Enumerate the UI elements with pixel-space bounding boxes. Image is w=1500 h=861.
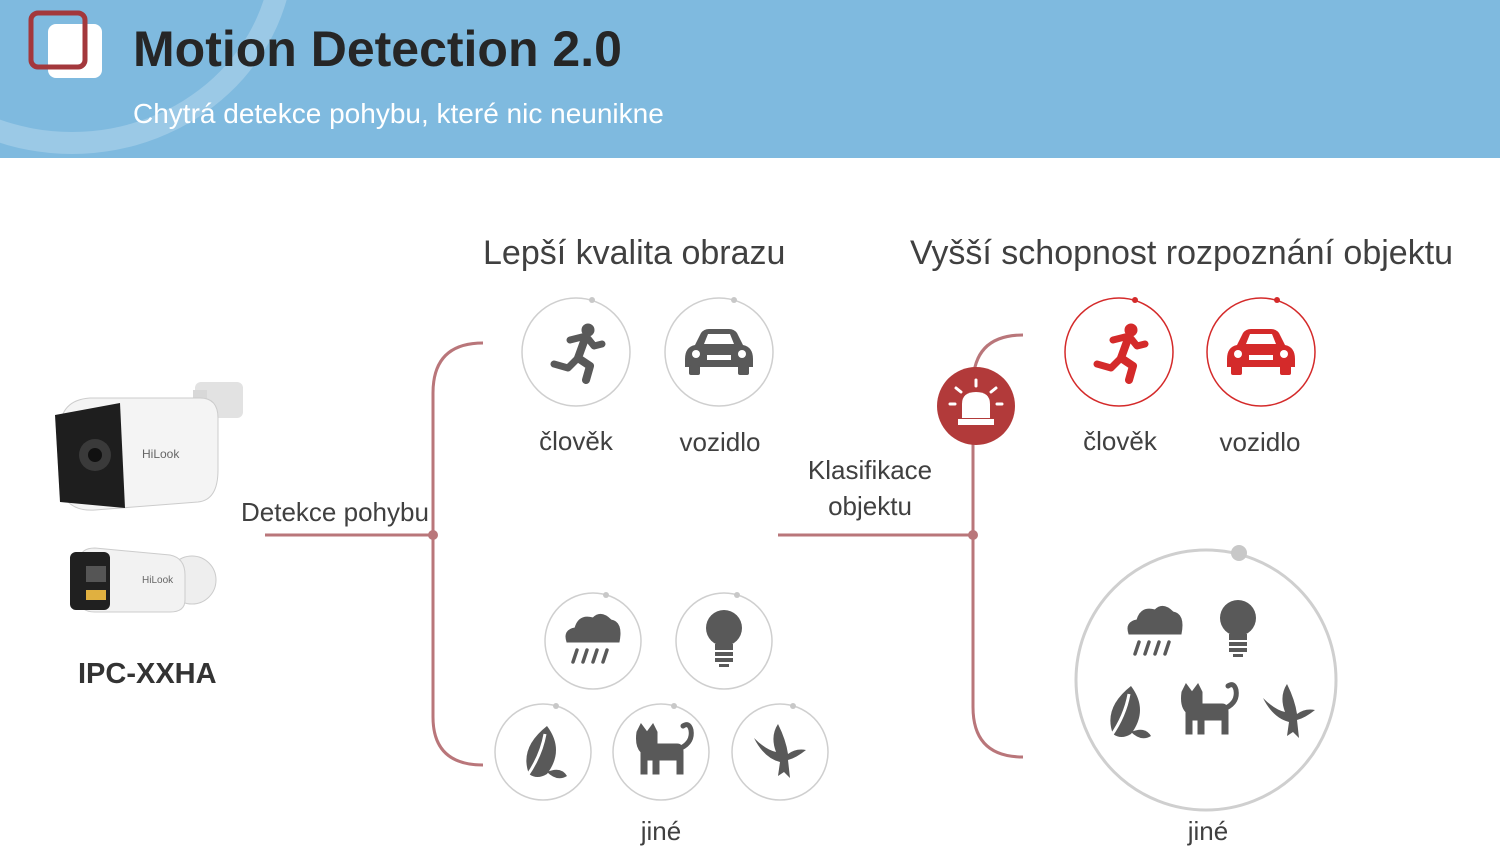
connector-lines — [265, 333, 1024, 767]
running-person-icon — [554, 324, 602, 380]
left-heading: Lepší kvalita obrazu — [483, 234, 786, 272]
bird-icon-circle — [731, 703, 829, 801]
header-banner: Motion Detection 2.0 Chytrá detekce pohy… — [0, 0, 1500, 158]
camera-turret-image: HiLook — [70, 547, 217, 613]
other-label: jiné — [640, 816, 682, 846]
bird-icon — [1263, 684, 1315, 738]
light-bulb-icon — [1220, 600, 1256, 657]
classification-label-line2: objektu — [828, 491, 912, 521]
human-label: člověk — [539, 426, 613, 456]
human-icon-circle — [521, 297, 631, 407]
alarm-siren-icon — [937, 367, 1015, 445]
classification-label-line1: Klasifikace — [807, 455, 933, 485]
cat-icon — [637, 724, 692, 774]
right-heading: Vyšší schopnost rozpoznání objektu — [910, 234, 1454, 272]
bulb-icon-circle — [675, 592, 773, 690]
running-person-icon-red — [1097, 324, 1145, 380]
other-label-right: jiné — [1187, 816, 1229, 846]
rain-cloud-icon — [1126, 604, 1184, 656]
rain-icon-circle — [544, 592, 642, 690]
vehicle-icon-circle — [664, 297, 774, 407]
rain-cloud-icon — [564, 612, 622, 664]
junction-dot — [968, 530, 978, 540]
svg-text:HiLook: HiLook — [142, 575, 174, 586]
vehicle-label-right: vozidlo — [1219, 427, 1301, 457]
cat-icon-circle — [612, 703, 710, 801]
bird-icon — [754, 724, 806, 778]
page-subtitle: Chytrá detekce pohybu, které nic neunikn… — [133, 98, 664, 129]
camera-bullet-image: HiLook — [55, 382, 243, 511]
car-icon-red — [1227, 329, 1295, 375]
car-icon — [685, 329, 753, 375]
human-label-right: člověk — [1083, 426, 1157, 456]
svg-text:HiLook: HiLook — [142, 447, 180, 461]
logo-icon — [28, 10, 102, 78]
leaf-icon — [1108, 684, 1153, 740]
cat-icon — [1182, 684, 1237, 734]
other-objects-circle — [1074, 548, 1338, 812]
leaf-icon-circle — [494, 703, 592, 801]
light-bulb-icon — [706, 610, 742, 667]
leaf-icon — [524, 724, 569, 780]
vehicle-label: vozidlo — [679, 427, 761, 457]
camera-model-label: IPC-XXHA — [78, 658, 217, 690]
page-title: Motion Detection 2.0 — [133, 21, 622, 77]
human-icon-circle-red — [1064, 297, 1174, 407]
vehicle-icon-circle-red — [1206, 297, 1316, 407]
motion-detection-label: Detekce pohybu — [241, 497, 429, 527]
junction-dot — [428, 530, 438, 540]
